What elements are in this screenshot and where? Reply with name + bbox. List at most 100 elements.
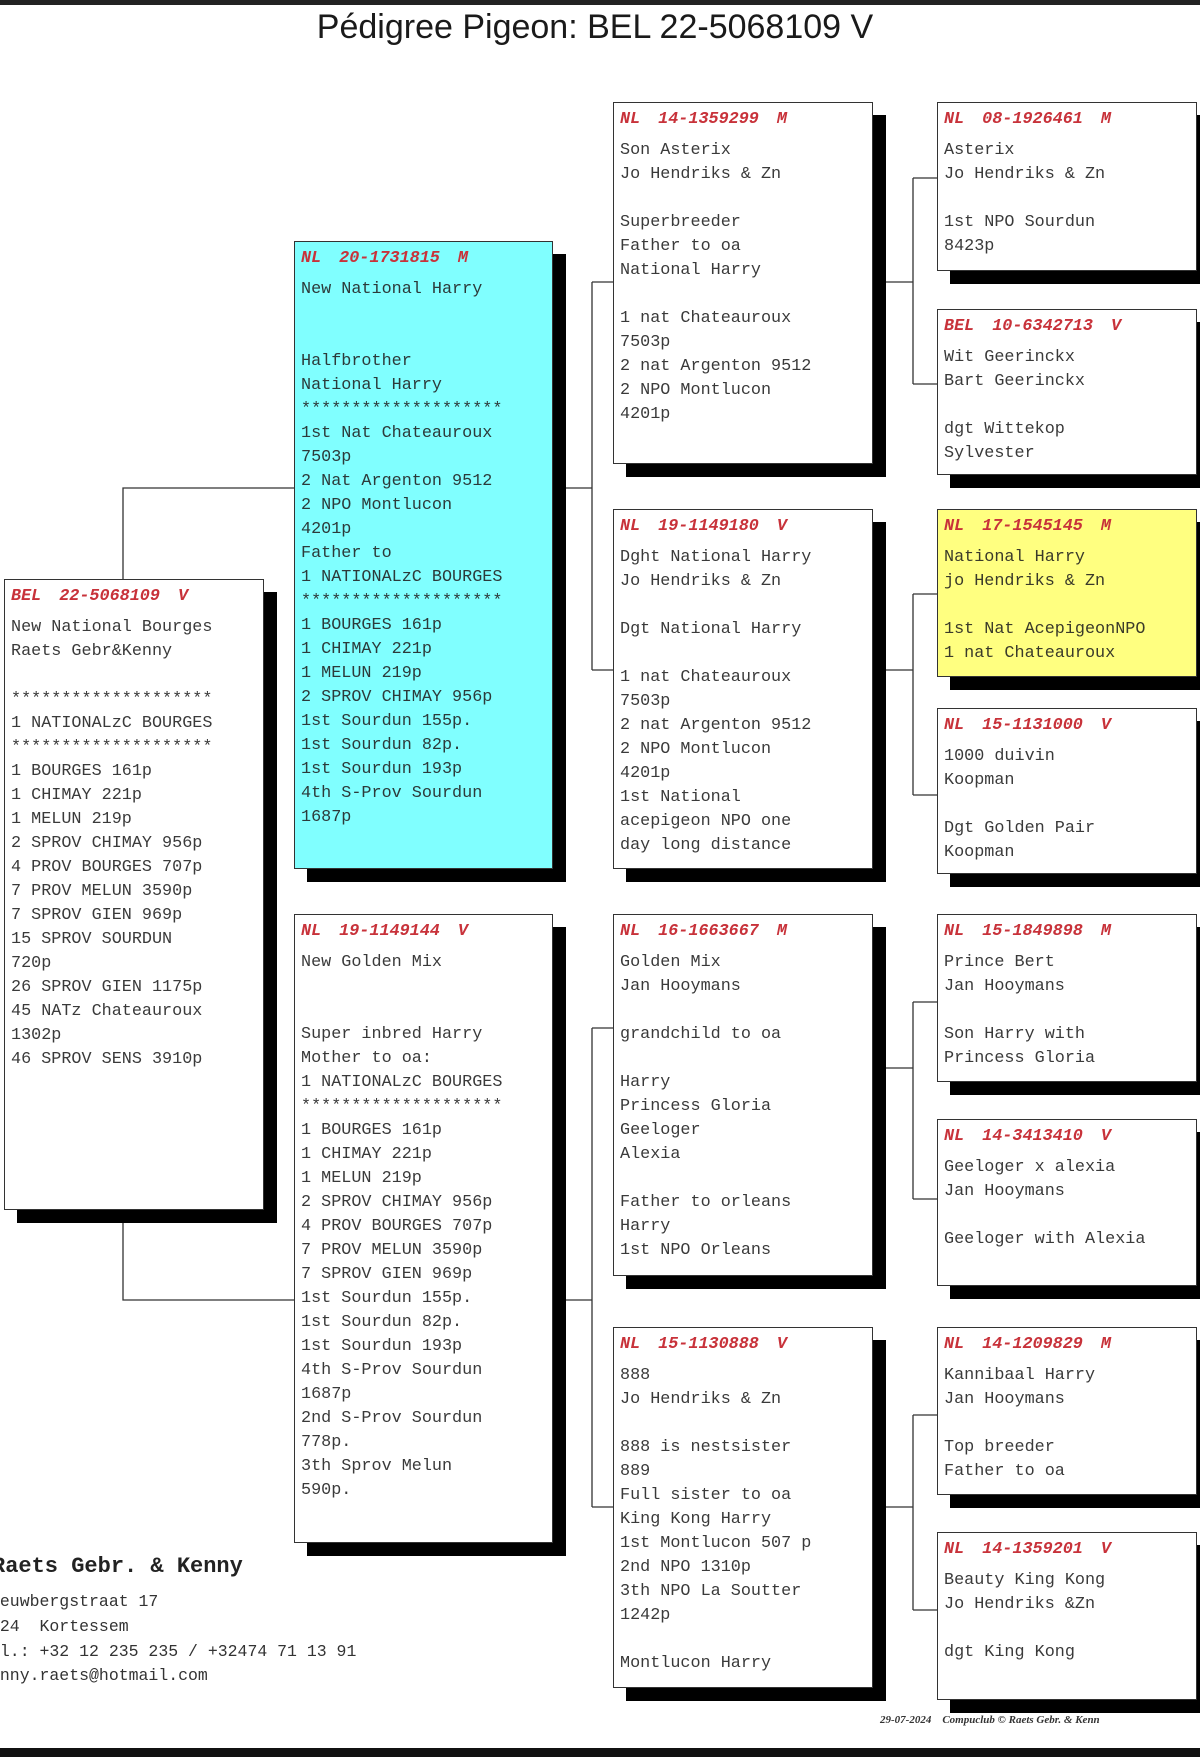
pigeon-info-line: Geeloger	[620, 1121, 701, 1140]
pigeon-info-line: 2 NPO Montlucon	[301, 496, 453, 515]
pigeon-info-line	[944, 1617, 1191, 1641]
pigeon-info-line: Jan Hooymans	[944, 977, 1065, 996]
pigeon-info-line: 1st National	[620, 788, 741, 807]
owner-street: eeuwbergstraat 17	[0, 1592, 159, 1611]
ring-sex: V	[776, 517, 787, 536]
owner-name: Raets Gebr. & Kenny	[0, 1554, 243, 1579]
pigeon-info-line: acepigeon NPO one	[620, 812, 792, 831]
pigeon-info-line: 1st Nat AcepigeonNPO	[944, 620, 1146, 639]
ring-country: NL	[301, 249, 322, 268]
pigeon-info-line: 15 SPROV SOURDUN	[11, 930, 173, 949]
ring-country: NL	[944, 922, 965, 941]
connector-gen1-dam	[122, 1223, 294, 1301]
pigeon-info-line	[301, 326, 547, 350]
pigeon-info-line: King Kong Harry	[620, 1510, 772, 1529]
pigeon-info-line: 7503p	[620, 333, 671, 352]
pigeon-info-line: Son Asterix	[620, 141, 731, 160]
pigeon-info-line: 1st Montlucon 507 p	[620, 1534, 812, 1553]
pigeon-info-line: National Harry	[944, 548, 1085, 567]
pigeon-info-line: National Harry	[301, 376, 442, 395]
pigeon-info-line: 7503p	[301, 448, 352, 467]
ring-ring: 15-1130888	[658, 1335, 759, 1354]
pigeon-info-line	[944, 187, 1191, 211]
pigeon-info-line: day long distance	[620, 836, 792, 855]
pigeon-info-line: 7 PROV MELUN 3590p	[11, 882, 193, 901]
pigeon-info-line: 4th S-Prov Sourdun	[301, 1361, 483, 1380]
pigeon-info-line: Raets Gebr&Kenny	[11, 642, 173, 661]
pigeon-info-line: Superbreeder	[620, 213, 741, 232]
pigeon-info-line: 590p.	[301, 1481, 352, 1500]
pigeon-info-line: Harry	[620, 1073, 671, 1092]
pigeon-info-line: 720p	[11, 954, 52, 973]
pigeon-info-line: 1 NATIONALzC BOURGES	[301, 1073, 503, 1092]
ring-ring: 08-1926461	[982, 110, 1083, 129]
pigeon-info-line: Harry	[620, 1217, 671, 1236]
pigeon-info-line: 1st Sourdun 155p.	[301, 1289, 473, 1308]
pigeon-info-line	[944, 793, 1191, 817]
pigeon-info-line: 1 BOURGES 161p	[11, 762, 152, 781]
ring-country: NL	[944, 110, 965, 129]
pigeon-info-line: 889	[620, 1462, 651, 1481]
connector-gen2-dam	[566, 1027, 613, 1508]
pigeon-info-line: 1 CHIMAY 221p	[301, 1145, 432, 1164]
pigeon-info-line: 1687p	[301, 808, 352, 827]
ring-country: NL	[620, 1335, 641, 1354]
pigeon-info-line: 1st NPO Orleans	[620, 1241, 772, 1260]
ring-country: NL	[944, 1127, 965, 1146]
ring-sex: M	[1100, 1335, 1111, 1354]
ring-ring: 14-1359201	[982, 1540, 1083, 1559]
ring-ring: 15-1131000	[982, 716, 1083, 735]
pigeon-info-line: New National Harry	[301, 280, 483, 299]
pigeon-info-line: Princess Gloria	[944, 1049, 1096, 1068]
pigeon-info-line: 1687p	[301, 1385, 352, 1404]
pigeon-info-line: Jan Hooymans	[620, 977, 741, 996]
ring-sex: M	[1100, 110, 1111, 129]
ring-sex: V	[177, 587, 189, 606]
pigeon-info-line: 1st Sourdun 193p	[301, 760, 463, 779]
pigeon-info-line: 26 SPROV GIEN 1175p	[11, 978, 203, 997]
pigeon-info-line: 2nd NPO 1310p	[620, 1558, 751, 1577]
ring-sex: M	[1100, 922, 1111, 941]
ring-sex: M	[776, 110, 787, 129]
pigeon-info-line	[620, 1628, 867, 1652]
pigeon-info-line: Prince Bert	[944, 953, 1055, 972]
pigeon-info-line: 2 SPROV CHIMAY 956p	[301, 1193, 493, 1212]
connector-gen3-3	[886, 1001, 937, 1200]
pigeon-info-line: 4 PROV BOURGES 707p	[11, 858, 203, 877]
pigeon-info-line: 1242p	[620, 1606, 671, 1625]
ring-sex: M	[457, 249, 468, 268]
pigeon-info-line: 45 NATz Chateauroux	[11, 1002, 203, 1021]
pigeon-info-line	[620, 1412, 867, 1436]
owner-email[interactable]: enny.raets@hotmail.com	[0, 1666, 208, 1685]
pigeon-info-line: Koopman	[944, 843, 1015, 862]
ring-ring: 16-1663667	[658, 922, 759, 941]
pigeon-info-line: 1 NATIONALzC BOURGES	[11, 714, 213, 733]
ring-ring: 22-5068109	[59, 587, 160, 606]
connector-gen2-sire	[566, 281, 613, 671]
pigeon-info-line: Golden Mix	[620, 953, 721, 972]
pigeon-info-line: 1st Nat Chateauroux	[301, 424, 493, 443]
pigeon-info-line: 1 MELUN 219p	[301, 1169, 422, 1188]
pigeon-info-line: Koopman	[944, 771, 1015, 790]
pigeon-info-line: Jan Hooymans	[944, 1182, 1065, 1201]
pigeon-info-line: dgt King Kong	[944, 1643, 1075, 1662]
pigeon-info-line: Halfbrother	[301, 352, 412, 371]
